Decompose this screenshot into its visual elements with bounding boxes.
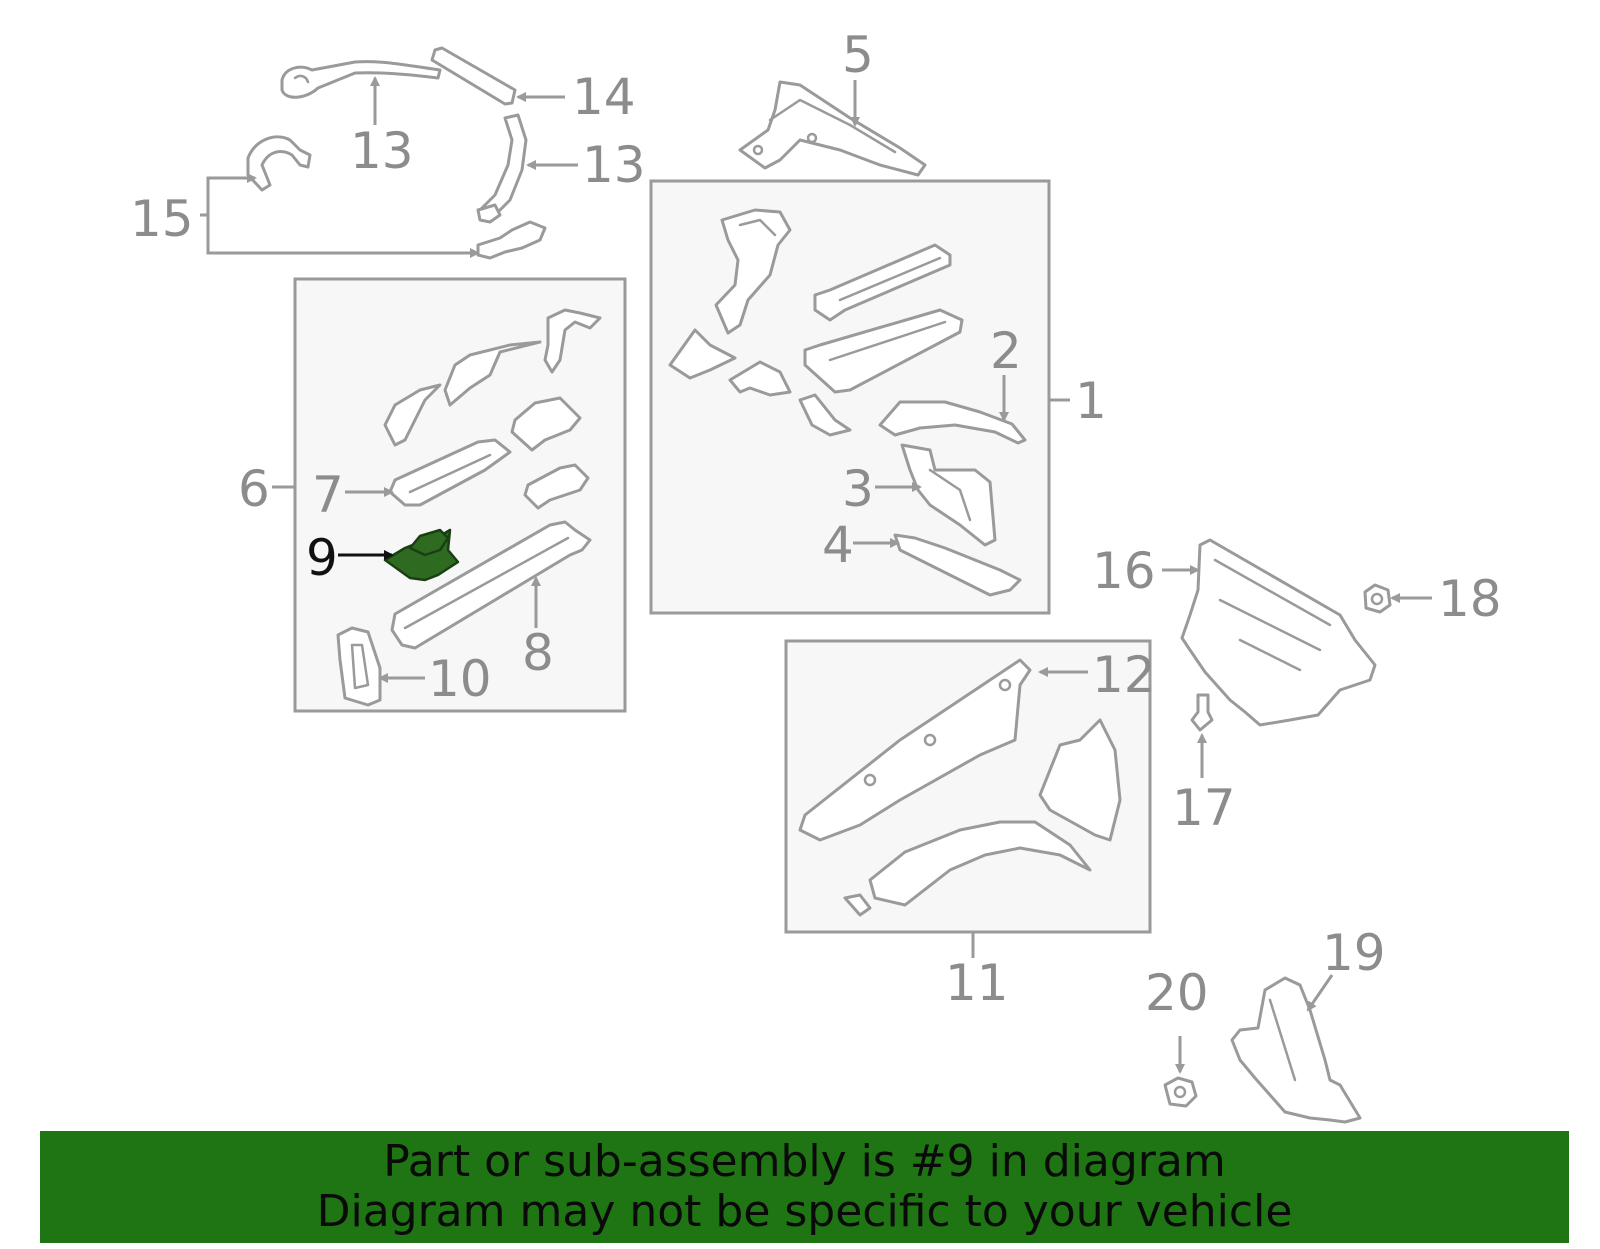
part-1-rail-upper	[813, 243, 952, 322]
part-15-lower	[476, 220, 547, 260]
part-6-bracket-a	[543, 308, 602, 374]
part-8	[390, 520, 592, 650]
callout-10: 10	[428, 650, 492, 708]
callout-13-upper: 13	[350, 122, 414, 180]
part-1-rail-lower	[803, 308, 964, 394]
part-9-highlighted	[383, 528, 460, 582]
banner-line-2: Diagram may not be specific to your vehi…	[316, 1186, 1293, 1237]
callout-13-lower: 13	[582, 136, 646, 194]
part-12	[798, 658, 1032, 842]
part-13-upper	[280, 60, 442, 99]
info-banner: Part or sub-assembly is #9 in diagram Di…	[40, 1131, 1569, 1243]
part-2	[878, 400, 1027, 445]
callout-3: 3	[842, 460, 874, 518]
callout-15: 15	[130, 190, 194, 248]
callout-18: 18	[1438, 570, 1502, 628]
part-16	[1180, 538, 1377, 727]
part-14	[430, 46, 517, 106]
part-11-panel	[1038, 718, 1122, 842]
callout-7: 7	[312, 466, 344, 524]
part-20	[1163, 1076, 1198, 1108]
part-17	[1190, 693, 1214, 732]
part-10	[336, 626, 382, 707]
part-1-small-b	[728, 360, 792, 397]
callout-8: 8	[522, 624, 554, 682]
callout-2: 2	[990, 322, 1022, 380]
part-1-small-a	[668, 328, 737, 380]
callout-14: 14	[572, 68, 636, 126]
callout-19: 19	[1322, 924, 1386, 982]
callout-20: 20	[1145, 964, 1209, 1022]
part-6-bracket-c	[383, 383, 442, 447]
part-11-lower	[843, 820, 1092, 917]
part-15-upper	[246, 135, 312, 192]
callout-9-highlighted: 9	[306, 529, 338, 587]
callout-4: 4	[822, 516, 854, 574]
part-4	[893, 533, 1022, 597]
part-1-inner-a	[714, 208, 792, 335]
part-13-lower	[476, 113, 528, 224]
part-6-bracket-b	[443, 340, 542, 407]
callout-16: 16	[1092, 542, 1156, 600]
part-5	[738, 80, 927, 177]
part-19	[1230, 976, 1362, 1124]
part-1-small-c	[798, 393, 852, 437]
callout-17: 17	[1172, 779, 1236, 837]
part-6-bracket-e	[523, 463, 590, 510]
banner-line-1: Part or sub-assembly is #9 in diagram	[383, 1136, 1226, 1187]
callout-1: 1	[1075, 372, 1107, 430]
part-18	[1363, 583, 1392, 614]
callout-12: 12	[1092, 646, 1156, 704]
callout-11: 11	[945, 954, 1009, 1012]
leader-lines	[200, 76, 1432, 1074]
part-6-bracket-d	[510, 396, 582, 452]
callout-6: 6	[238, 460, 270, 518]
callout-5: 5	[842, 26, 874, 84]
part-7	[388, 438, 512, 507]
